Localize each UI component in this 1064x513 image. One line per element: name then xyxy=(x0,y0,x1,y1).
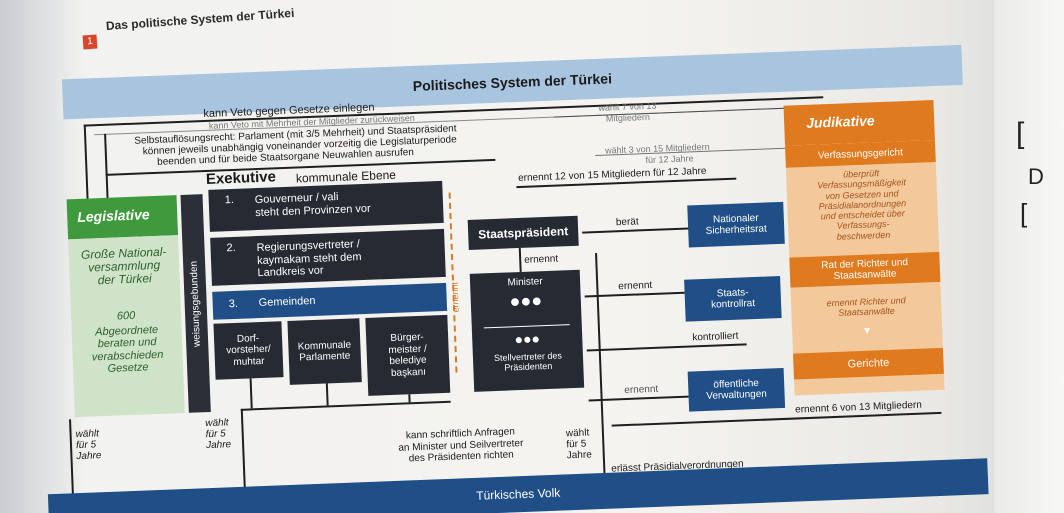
vice-icon: ●●● xyxy=(514,330,541,348)
ministers-divider xyxy=(483,324,570,329)
ministers-icon: ●●● xyxy=(509,290,543,312)
row1-text: Gouverneur / vali steht den Provinzen vo… xyxy=(254,190,371,220)
judiciary-panel: Verfassungsgericht überprüft Verfassungs… xyxy=(785,139,945,396)
executive-row-3: 3. Gemeinden xyxy=(212,282,448,320)
appoints-mid-label: ernennt xyxy=(618,279,653,293)
judiciary-line-1 xyxy=(553,106,804,118)
public-admin-text: öffentliche Verwaltungen xyxy=(706,377,768,402)
seat-count: 600 xyxy=(116,309,136,323)
diagram: Politisches System der Türkei kann Veto … xyxy=(47,44,989,513)
legislative-title: Legislative xyxy=(76,206,150,225)
state-control-box: Staats- kontrollrat xyxy=(684,276,782,322)
adjacent-page-letter: D xyxy=(1028,164,1044,189)
vice-label: Stellvertreter des Präsidenten xyxy=(493,350,563,374)
village-head-text: Dorf- vorsteher/ muhtar xyxy=(226,332,271,368)
mayor-text: Bürger- meister / belediye başkanı xyxy=(388,331,427,379)
instruction-bar: weisungsgebunden xyxy=(180,194,211,413)
judiciary-title: Judikative xyxy=(805,112,875,131)
mayor-box: Bürger- meister / belediye başkanı xyxy=(365,314,451,396)
deputies-text: Abgeordnete beraten und verabschieden Ge… xyxy=(91,323,164,375)
local-parliaments-box: Kommunale Parlamente xyxy=(287,318,362,385)
banner-title: Politisches System der Türkei xyxy=(412,70,613,94)
appoint-connector-label: ernennt xyxy=(449,281,461,313)
public-admin-box: öffentliche Verwaltungen xyxy=(687,367,786,412)
local-elect-stem-2 xyxy=(325,383,329,406)
courts-arrow: ▼ xyxy=(862,325,873,337)
president-box: Staatspräsident xyxy=(467,215,579,250)
president-stem xyxy=(518,247,522,273)
constitutional-court-box: Verfassungsgericht xyxy=(785,139,936,168)
president-title: Staatspräsident xyxy=(477,224,569,242)
legislative-panel: Große National- versammlung der Türkei 6… xyxy=(68,235,185,418)
members-note: Mitgliedern xyxy=(605,111,651,124)
local-elect-line xyxy=(240,400,451,411)
appoints-mid-line xyxy=(584,291,685,298)
judiciary-header: Judikative xyxy=(783,99,935,146)
appoints-low-line xyxy=(588,395,689,401)
controls-label: kontrolliert xyxy=(692,330,739,344)
for-12-years-note: für 12 Jahre xyxy=(645,153,694,166)
executive-title: Exekutive xyxy=(205,168,277,188)
president-appoints: ernennt xyxy=(524,253,559,266)
executive-row-2: 2. Regierungsvertreter / kaymakam steht … xyxy=(210,228,446,286)
instruction-label: weisungsgebunden xyxy=(188,260,203,347)
executive-row-1: 1. Gouverneur / vali steht den Provinzen… xyxy=(208,180,444,232)
row2-number: 2. xyxy=(226,241,236,255)
row2-text: Regierungsvertreter / kaymakam steht dem… xyxy=(256,238,362,280)
security-council-text: Nationaler Sicherheitsrat xyxy=(705,212,767,237)
president-elects: wählt für 5 Jahre xyxy=(565,427,592,462)
adjacent-page: [ D [ xyxy=(994,0,1064,513)
local-elect-stem-1 xyxy=(249,378,253,409)
inquiry-note: kann schriftlich Anfragen an Minister un… xyxy=(398,426,524,465)
ministers-label: Minister xyxy=(507,276,543,289)
ministers-box: Minister ●●● ●●● Stellvertreter des Präs… xyxy=(469,269,585,392)
judges-council-box: Rat der Richter und Staatsanwälte xyxy=(789,251,941,288)
legislative-elects: wählt für 5 Jahre xyxy=(75,428,102,463)
assembly-name: Große National- versammlung der Türkei xyxy=(80,244,167,288)
advises-line xyxy=(582,227,693,234)
president-elect-arrow xyxy=(595,253,606,487)
courts-title: Gerichte xyxy=(847,356,890,371)
state-control-text: Staats- kontrollrat xyxy=(710,286,756,311)
local-elect-stem-3 xyxy=(408,394,411,403)
executive-elects: wählt für 5 Jahre xyxy=(205,417,232,452)
local-parliaments-text: Kommunale Parlamente xyxy=(297,339,352,364)
adjacent-page-bracket-1: [ xyxy=(1016,117,1025,150)
controls-line xyxy=(586,343,747,351)
courts-box: Gerichte xyxy=(793,347,944,380)
security-council-box: Nationaler Sicherheitsrat xyxy=(687,201,785,248)
adjacent-page-bracket-2: [ xyxy=(1020,198,1028,228)
constitutional-court-title: Verfassungsgericht xyxy=(817,146,904,161)
row3-text: Gemeinden xyxy=(258,294,316,310)
people-bar: Türkisches Volk xyxy=(47,458,989,513)
advises-label: berät xyxy=(615,216,639,229)
people-label: Türkisches Volk xyxy=(475,485,561,503)
judges-council-text: ernennt Richter und Staatsanwälte xyxy=(826,295,906,319)
village-head-box: Dorf- vorsteher/ muhtar xyxy=(213,321,284,380)
row3-number: 3. xyxy=(228,297,239,311)
row1-number: 1. xyxy=(224,193,235,207)
judges-council-title: Rat der Richter und Staatsanwälte xyxy=(821,257,909,282)
appoints-low-label: ernennt xyxy=(624,383,659,397)
legislative-header: Legislative xyxy=(66,195,179,240)
appoint-6-line xyxy=(611,411,942,427)
constitutional-court-text: überprüft Verfassungsmäßigkeit von Geset… xyxy=(817,168,907,242)
